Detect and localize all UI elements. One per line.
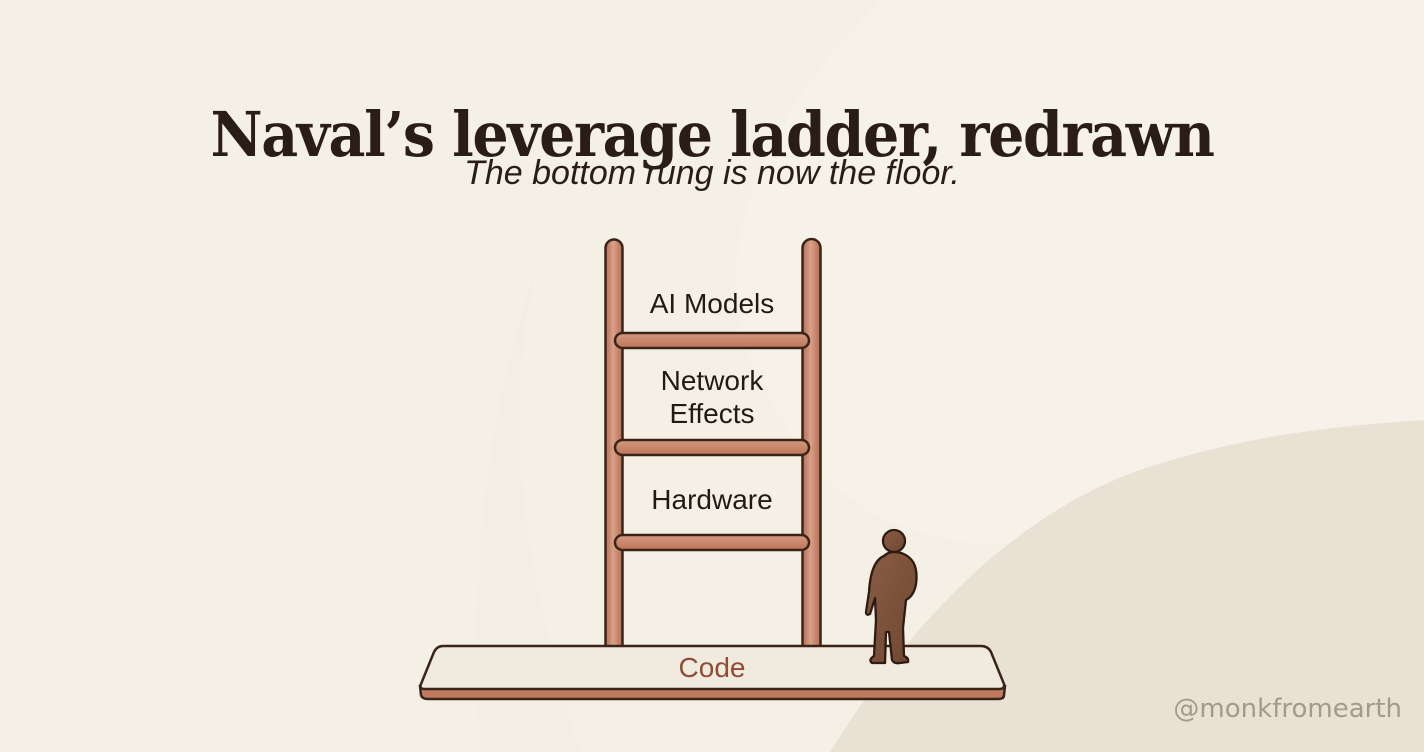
person-icon — [864, 528, 918, 665]
watermark-handle: @monkfromearth — [1173, 694, 1402, 724]
rung-label-line: Hardware — [651, 484, 773, 515]
floor-label-code: Code — [678, 652, 746, 683]
ladder-rung-1 — [613, 331, 811, 350]
floor-platform — [418, 644, 1007, 701]
ladder-rung-3 — [613, 533, 811, 552]
rung-label-line: Effects — [669, 398, 755, 429]
background-left-shade — [476, 260, 580, 752]
rung-label-ai-models: AI Models — [623, 287, 801, 320]
page-subtitle: The bottom rung is now the floor. — [464, 154, 960, 192]
page-title: Naval’s leverage ladder, redrawn — [210, 97, 1214, 171]
rung-label-hardware: Hardware — [623, 483, 801, 516]
background-light-band — [736, 0, 1424, 544]
rung-label-line: AI Models — [649, 288, 775, 319]
ladder-rung-2 — [613, 438, 811, 457]
rung-label-line: Network — [660, 365, 764, 396]
rung-label-network-effects: Network Effects — [623, 364, 801, 430]
